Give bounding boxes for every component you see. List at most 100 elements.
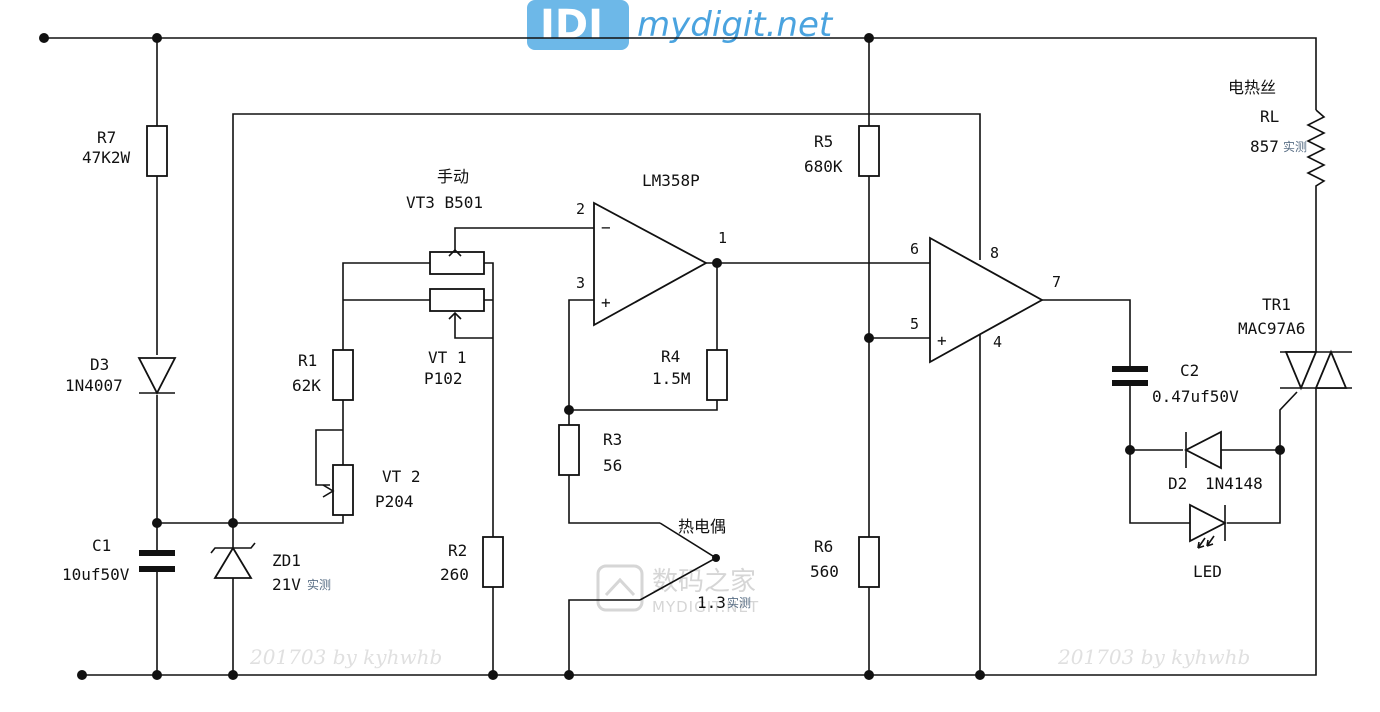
- center-watermark: 数码之家 MYDIGIT.NET: [596, 564, 759, 616]
- c2-name: C2: [1180, 361, 1199, 380]
- zd1-name: ZD1: [272, 551, 301, 570]
- r1-value: 62K: [292, 376, 321, 395]
- vt1-value: P102: [424, 369, 463, 388]
- resistor-r4: R4 1.5M: [652, 347, 728, 401]
- resistor-r6-body: [858, 536, 880, 588]
- vt2-name: VT 2: [382, 467, 421, 486]
- rl-value: RL: [1260, 107, 1279, 126]
- junction-dot: [77, 670, 87, 680]
- u1-name: LM358P: [642, 171, 700, 190]
- opamp-u1-body: [593, 201, 708, 327]
- triac-tr1: TR1 MAC97A6: [1238, 295, 1352, 391]
- led-name: LED: [1193, 562, 1222, 581]
- signature-watermark-left: 201703 by kyhwhb: [249, 645, 442, 669]
- capacitor-c1-plate-top: [139, 550, 175, 556]
- junction-dot: [39, 33, 49, 43]
- c1-value: 10uf50V: [62, 565, 130, 584]
- resistor-r4-body: [706, 349, 728, 401]
- opamp-u2: 6 5 8 4 7 +: [910, 236, 1061, 364]
- vt3-name: VT3 B501: [406, 193, 483, 212]
- tc-value: 1.3: [697, 593, 726, 612]
- resistor-r5-body: [858, 125, 880, 177]
- house-icon: [604, 577, 636, 597]
- junction-dots: [39, 33, 1285, 680]
- junction-dot: [864, 670, 874, 680]
- r1-name: R1: [298, 351, 317, 370]
- resistor-r1-body: [332, 349, 354, 401]
- opamp-u1: LM358P 2 3 1 − +: [576, 171, 727, 327]
- trimmer-vt2-wiper: [322, 484, 335, 498]
- thermocouple: 热电偶 1.3 实测: [639, 517, 751, 612]
- rl-note: 实测: [1283, 139, 1307, 154]
- tr1-value: MAC97A6: [1238, 319, 1305, 338]
- u1-minus-sign: −: [601, 218, 611, 237]
- r3-name: R3: [603, 430, 622, 449]
- u1-plus-sign: +: [601, 293, 611, 312]
- r7-name: R7: [97, 128, 116, 147]
- junction-dot: [712, 258, 722, 268]
- capacitor-c2-plate-bottom: [1112, 380, 1148, 386]
- u2-out-wire: [1042, 299, 1131, 370]
- capacitor-c2-plate-top: [1112, 366, 1148, 372]
- resistor-r6: R6 560: [810, 536, 880, 588]
- zd1-value: 21V: [272, 575, 301, 594]
- resistor-r7: R7 47K2W: [82, 125, 168, 177]
- tr1-name: TR1: [1262, 295, 1291, 314]
- r6-value: 560: [810, 562, 839, 581]
- triac-upper-half: [1284, 351, 1318, 391]
- resistor-r5: R5 680K: [804, 125, 880, 177]
- u1-pin-3: 3: [576, 274, 585, 292]
- r3-to-tc-wire: [568, 475, 660, 524]
- triac-lower-half: [1314, 349, 1348, 389]
- resistor-r3-body: [558, 424, 580, 476]
- d2-value: 1N4148: [1205, 474, 1263, 493]
- junction-dot: [1125, 445, 1135, 455]
- capacitor-c2: C2 0.47uf50V: [1112, 361, 1239, 406]
- vt1-wiper-wire: [454, 313, 493, 339]
- r7-value: 47K2W: [82, 148, 131, 167]
- pot-right-wire: [484, 262, 494, 537]
- trimmer-vt1: VT 1 P102: [424, 288, 485, 388]
- u2-pin-6: 6: [910, 240, 919, 258]
- r5-name: R5: [814, 132, 833, 151]
- r3-value: 56: [603, 456, 622, 475]
- d2-name: D2: [1168, 474, 1187, 493]
- resistor-r7-body: [146, 125, 168, 177]
- d3-name: D3: [90, 355, 109, 374]
- u2-pin-4: 4: [993, 333, 1002, 351]
- trimmer-vt2-body: [332, 464, 354, 516]
- tc-note: 实测: [727, 595, 751, 610]
- opamp-u2-body: [929, 236, 1044, 364]
- zener-zd1: ZD1 21V 实测: [210, 542, 331, 594]
- r5-value: 680K: [804, 157, 843, 176]
- vt1-name: VT 1: [428, 348, 467, 367]
- center-watermark-en: MYDIGIT.NET: [652, 598, 759, 616]
- resistor-r2: R2 260: [440, 536, 504, 588]
- junction-dot: [152, 518, 162, 528]
- junction-dot: [152, 670, 162, 680]
- vt3-wiper-wire: [454, 227, 594, 250]
- potentiometer-vt3-wiper: [448, 248, 462, 257]
- junction-dot: [564, 405, 574, 415]
- junction-dot: [228, 670, 238, 680]
- diode-d2-body: [1184, 430, 1222, 470]
- diode-d3-body: [137, 357, 177, 395]
- tc-ground-wire: [568, 599, 640, 675]
- zener-zd1-body: [213, 546, 253, 579]
- trimmer-vt1-wiper: [448, 311, 462, 320]
- junction-dot: [228, 518, 238, 528]
- junction-dot: [975, 670, 985, 680]
- resistor-r2-body: [482, 536, 504, 588]
- gate-wire: [1221, 391, 1298, 524]
- c2-to-led-wire: [1129, 382, 1190, 524]
- u1-noninv-wire: [568, 299, 594, 425]
- u2-pin-5: 5: [910, 315, 919, 333]
- tc-name: 热电偶: [678, 517, 726, 536]
- r6-name: R6: [814, 537, 833, 556]
- u1-pin-1: 1: [718, 229, 727, 247]
- vt3-note: 手动: [437, 167, 469, 186]
- u2-plus-sign: +: [937, 331, 947, 350]
- center-watermark-logo: [596, 564, 644, 612]
- trimmer-vt2: VT 2 P204: [322, 464, 421, 516]
